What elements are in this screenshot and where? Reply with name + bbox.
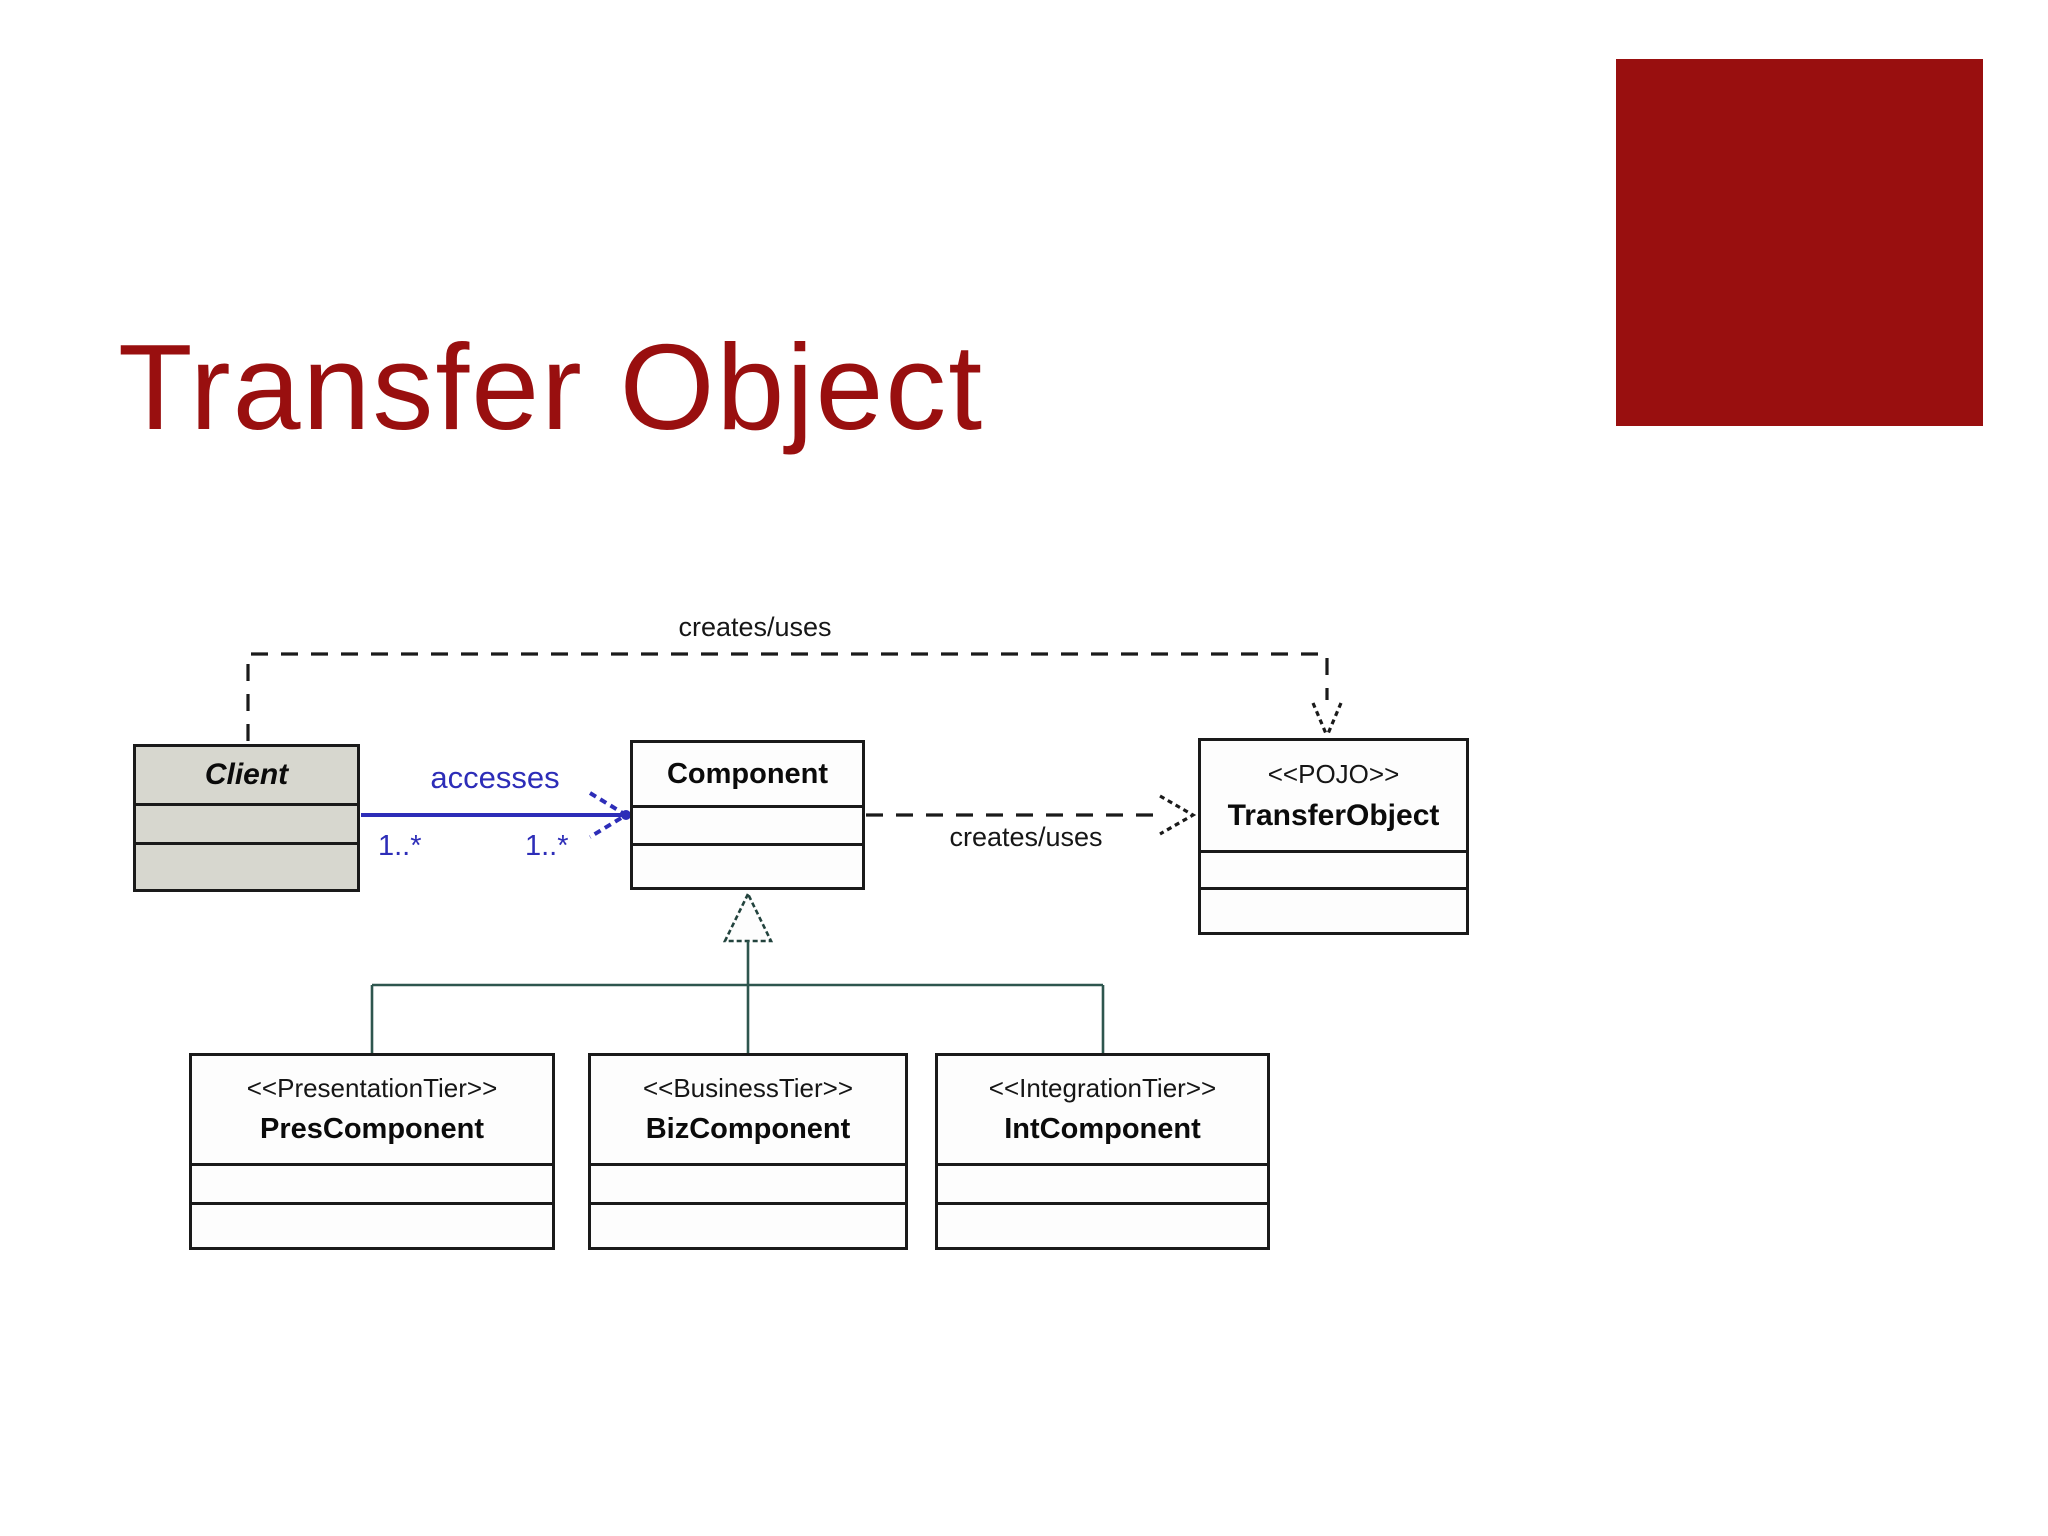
attributes-compartment bbox=[1201, 850, 1466, 887]
class-box-prescomponent: <<PresentationTier>> PresComponent bbox=[189, 1053, 555, 1250]
class-box-client: Client bbox=[133, 744, 360, 892]
class-box-intcomponent: <<IntegrationTier>> IntComponent bbox=[935, 1053, 1270, 1250]
multiplicity-client-end: 1..* bbox=[378, 830, 422, 862]
operations-compartment bbox=[192, 1202, 552, 1247]
accent-corner-square bbox=[1616, 59, 1983, 426]
attributes-compartment bbox=[938, 1163, 1267, 1202]
class-name: TransferObject bbox=[1227, 798, 1440, 832]
class-box-component: Component bbox=[630, 740, 865, 890]
operations-compartment bbox=[938, 1202, 1267, 1247]
operations-compartment bbox=[591, 1202, 905, 1247]
arrowhead-right-icon bbox=[1159, 794, 1197, 836]
class-title-bizcomponent: <<BusinessTier>> BizComponent bbox=[591, 1056, 905, 1163]
stereotype-label: <<BusinessTier>> bbox=[642, 1073, 854, 1103]
arrowhead-down-icon bbox=[1311, 702, 1343, 737]
class-name: Client bbox=[204, 758, 289, 791]
attributes-compartment bbox=[633, 805, 862, 843]
class-box-transferobject: <<POJO>> TransferObject bbox=[1198, 738, 1469, 935]
multiplicity-component-end: 1..* bbox=[525, 830, 569, 862]
stereotype-label: <<POJO>> bbox=[1267, 758, 1400, 789]
class-title-prescomponent: <<PresentationTier>> PresComponent bbox=[192, 1056, 552, 1163]
association-label-accesses: accesses bbox=[430, 760, 560, 795]
association-arrowhead-icon bbox=[588, 791, 630, 839]
dependency-label-client-transferobject: creates/uses bbox=[678, 612, 832, 642]
stereotype-label: <<IntegrationTier>> bbox=[988, 1073, 1217, 1103]
attributes-compartment bbox=[136, 803, 357, 842]
class-name: Component bbox=[666, 757, 829, 790]
generalization-triangle-icon bbox=[722, 891, 774, 943]
stereotype-label: <<PresentationTier>> bbox=[246, 1073, 498, 1103]
class-box-bizcomponent: <<BusinessTier>> BizComponent bbox=[588, 1053, 908, 1250]
attributes-compartment bbox=[192, 1163, 552, 1202]
operations-compartment bbox=[1201, 887, 1466, 932]
class-name: PresComponent bbox=[260, 1113, 484, 1145]
slide-title: Transfer Object bbox=[118, 319, 985, 455]
dependency-client-to-transferobject-line bbox=[246, 652, 1329, 741]
dependency-label-component-transferobject: creates/uses bbox=[949, 822, 1103, 852]
attributes-compartment bbox=[591, 1163, 905, 1202]
class-name: IntComponent bbox=[1004, 1113, 1201, 1145]
class-title-intcomponent: <<IntegrationTier>> IntComponent bbox=[938, 1056, 1267, 1163]
class-name: BizComponent bbox=[645, 1113, 851, 1145]
class-title-client: Client bbox=[136, 747, 357, 803]
class-title-component: Component bbox=[633, 743, 862, 805]
operations-compartment bbox=[136, 842, 357, 889]
class-title-transferobject: <<POJO>> TransferObject bbox=[1201, 741, 1466, 850]
operations-compartment bbox=[633, 843, 862, 887]
